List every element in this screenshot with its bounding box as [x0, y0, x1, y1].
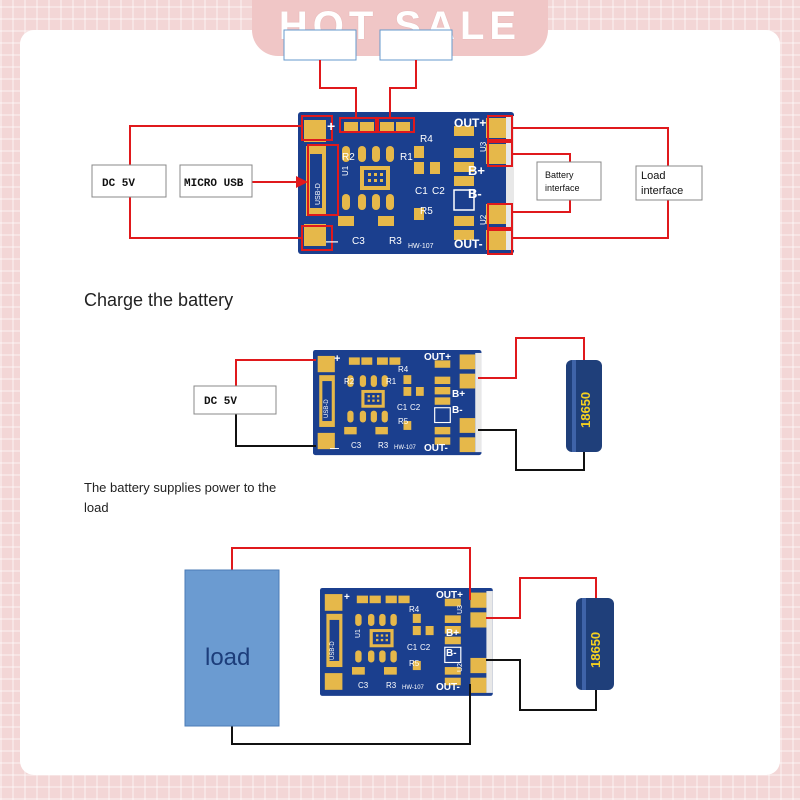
dc-5v-label-2: DC 5V	[204, 396, 237, 408]
pcb2-c2: C2	[410, 403, 421, 412]
pcb3-model: HW-107	[402, 685, 425, 691]
pcb2-b-plus: B+	[452, 389, 465, 400]
pcb1-plus: +	[327, 118, 335, 134]
supply-caption-1: The battery supplies power to the	[84, 480, 276, 495]
pcb2-r2: R2	[344, 377, 355, 386]
cell-label-2: 18650	[578, 392, 593, 428]
pcb1-r4: R4	[420, 134, 433, 145]
pcb1-u1: U1	[341, 165, 350, 176]
pcb3-r4: R4	[409, 605, 420, 614]
load-box	[184, 569, 280, 727]
micro-usb-label: MICRO USB	[184, 178, 244, 190]
pcb1-b-plus: B+	[468, 163, 485, 178]
pcb1-r3: R3	[389, 236, 402, 247]
pcb3-plus: +	[344, 592, 350, 603]
pcb3-c2: C2	[420, 643, 431, 652]
pcb3-usb-text: USB-D	[330, 641, 336, 660]
pcb2-out-plus: OUT+	[424, 352, 451, 363]
pcb3-u2: U2	[457, 663, 464, 672]
pcb3-c1: C1	[407, 643, 418, 652]
pcb3-out-plus: OUT+	[436, 590, 463, 601]
load-interface-label-2: interface	[641, 185, 683, 197]
pcb3-u1: U1	[355, 629, 362, 638]
pcb1-u3: U3	[479, 141, 488, 152]
pcb2-r3: R3	[378, 441, 389, 450]
pcb1-c2: C2	[432, 186, 445, 197]
pcb2-out-minus: OUT-	[424, 443, 448, 454]
load-interface-label-1: Load	[641, 170, 665, 182]
pcb1-out-plus: OUT+	[454, 116, 486, 130]
pcb3-r3: R3	[386, 681, 397, 690]
pcb2-r5: R5	[398, 417, 409, 426]
pcb2-plus: +	[334, 353, 340, 365]
pcb2-b-minus: B-	[452, 405, 463, 416]
pcb1-usb-text: USB-D	[315, 183, 322, 205]
pcb1-out-minus: OUT-	[454, 237, 483, 251]
pcb3-b-minus: B-	[446, 648, 457, 659]
pcb3-out-minus: OUT-	[436, 682, 460, 693]
pcb2-c3: C3	[351, 441, 362, 450]
pcb1-b-minus: B-	[468, 186, 482, 201]
battery-interface-label-1: Battery	[545, 170, 574, 180]
dc-5v-label-1: DC 5V	[102, 178, 135, 190]
pcb1-model: HW-107	[408, 243, 434, 250]
pcb1-minus: —	[326, 234, 338, 248]
pcb1-u2: U2	[479, 214, 488, 225]
pcb1-c1: C1	[415, 186, 428, 197]
pcb3-u3: U3	[457, 605, 464, 614]
pcb2-minus: —	[330, 443, 339, 453]
charge-diagram	[91, 29, 703, 255]
pcb1-r5: R5	[420, 206, 433, 217]
battery-interface-label-2: interface	[545, 183, 580, 193]
pcb1-r1: R1	[400, 152, 413, 163]
pcb2-usb-text: USB-D	[324, 399, 330, 418]
pcb2-r4: R4	[398, 365, 409, 374]
pcb2-model: HW-107	[394, 445, 417, 451]
pcb-board-3	[319, 587, 494, 697]
supply-caption-2: load	[84, 500, 109, 515]
pcb3-r5: R5	[409, 659, 420, 668]
pcb3-c3: C3	[358, 681, 369, 690]
pcb2-c1: C1	[397, 403, 408, 412]
load-label: load	[205, 644, 250, 671]
cell-label-3: 18650	[588, 632, 603, 668]
pcb3-b-plus: B+	[446, 628, 459, 639]
load-diagram	[184, 547, 614, 745]
charge-caption: Charge the battery	[84, 290, 233, 310]
pcb1-r2: R2	[342, 152, 355, 163]
pcb1-c3: C3	[352, 236, 365, 247]
battery-charge-diagram	[193, 337, 602, 471]
pcb2-r1: R1	[386, 377, 397, 386]
